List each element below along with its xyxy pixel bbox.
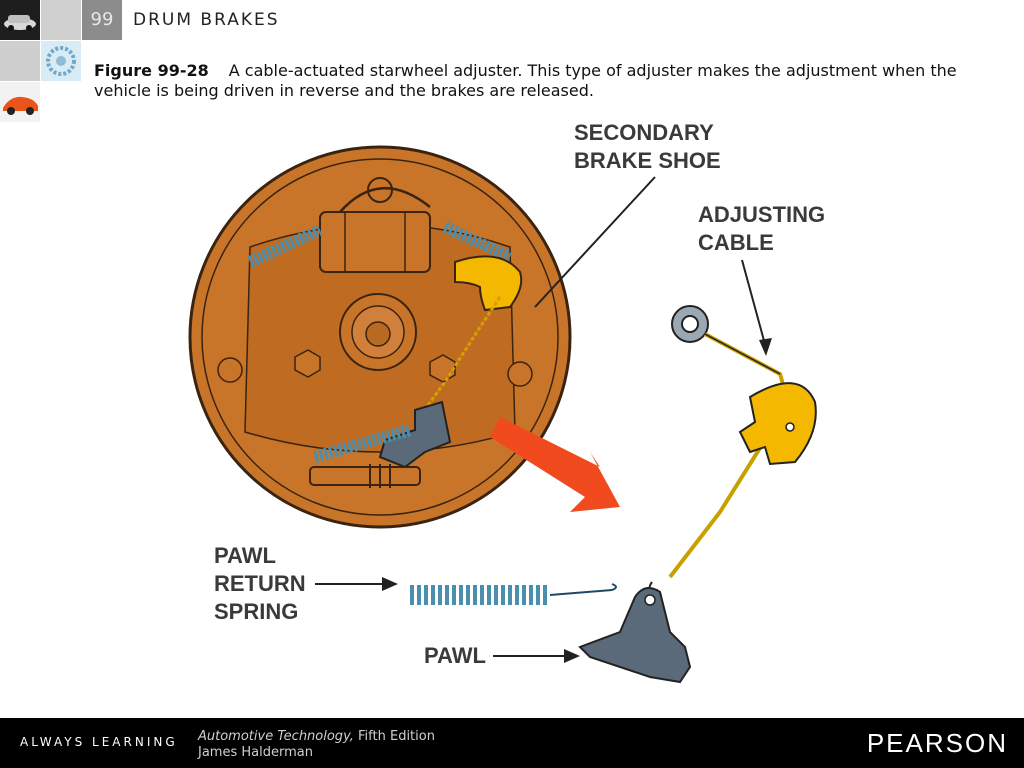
footer-tagline: ALWAYS LEARNING bbox=[20, 735, 178, 749]
car-thumbnail-orange bbox=[0, 82, 40, 122]
chapter-title: DRUM BRAKES bbox=[133, 10, 280, 30]
wheel-cylinder bbox=[319, 211, 431, 273]
book-edition: Fifth Edition bbox=[353, 729, 435, 744]
car-thumbnail-silver bbox=[0, 0, 40, 40]
label-pawl: PAWL bbox=[424, 643, 486, 668]
book-author: James Halderman bbox=[198, 745, 313, 760]
drum-brake-illustration: SECONDARY BRAKE SHOE ADJUSTING CABLE PAW… bbox=[180, 112, 880, 702]
pawl bbox=[578, 587, 692, 684]
footer-book-info: Automotive Technology, Fifth Edition Jam… bbox=[198, 729, 435, 761]
part-thumbnail bbox=[41, 41, 81, 81]
chapter-number: 99 bbox=[82, 0, 122, 40]
drum-brake-svg bbox=[188, 145, 817, 684]
figure-label: Figure 99-28 bbox=[94, 61, 209, 80]
footer-bar: ALWAYS LEARNING Automotive Technology, F… bbox=[0, 718, 1024, 768]
gray-thumbnail-2 bbox=[0, 41, 40, 81]
label-pawl-return-spring: PAWL RETURN SPRING bbox=[214, 543, 306, 624]
chapter-thumbnails bbox=[0, 0, 82, 122]
gray-thumbnail bbox=[41, 0, 81, 40]
label-secondary-brake-shoe: SECONDARY BRAKE SHOE bbox=[574, 120, 721, 173]
cable-guide-on-drum bbox=[454, 255, 523, 312]
label-adjusting-cable: ADJUSTING CABLE bbox=[698, 202, 826, 255]
pawl-spring-on-drum bbox=[313, 424, 412, 463]
cable-guide bbox=[738, 382, 817, 466]
shoe-return-spring-left bbox=[247, 224, 323, 268]
publisher-logo: PEARSON bbox=[866, 728, 1008, 758]
direction-arrow bbox=[490, 417, 620, 512]
adjusting-cable bbox=[668, 332, 786, 579]
book-title: Automotive Technology, bbox=[198, 729, 354, 744]
shoe-return-spring-right bbox=[442, 221, 513, 263]
starwheel-adjuster bbox=[309, 466, 421, 486]
figure-caption-text: A cable-actuated starwheel adjuster. Thi… bbox=[94, 61, 957, 100]
